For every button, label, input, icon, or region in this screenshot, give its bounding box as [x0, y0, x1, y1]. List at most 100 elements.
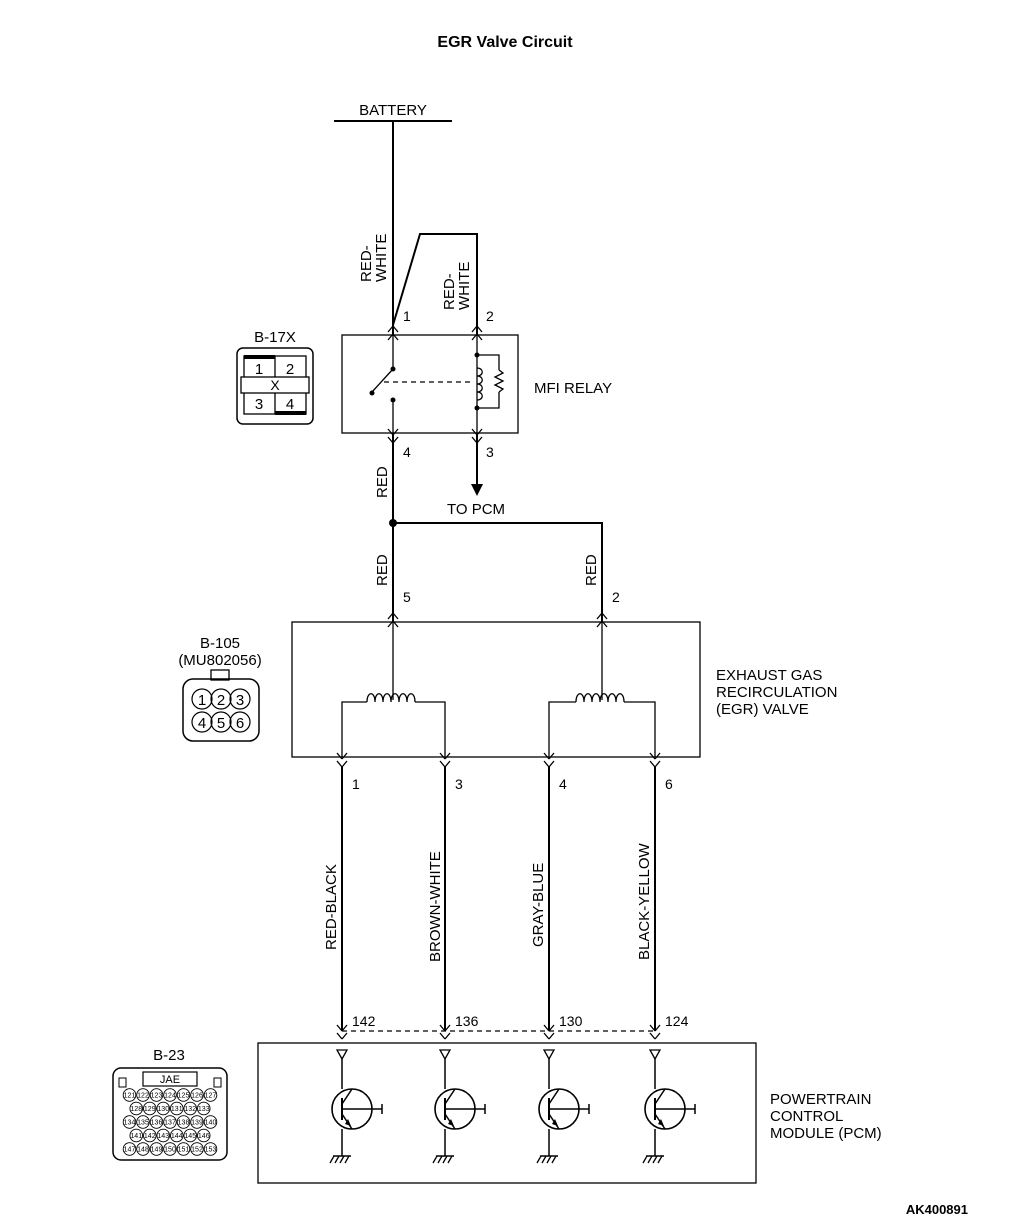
b23-pin	[176, 1142, 191, 1156]
b23-pin	[196, 1128, 211, 1143]
b17x-pin: 3	[255, 396, 263, 413]
b23-pin-number: 150	[164, 1147, 176, 1154]
b23-pin-number: 137	[164, 1120, 176, 1127]
b23-pin-number: 143	[157, 1133, 169, 1140]
egr-pin-label: 1	[352, 776, 360, 792]
relay-pin-label: 2	[486, 308, 494, 324]
egr-pin-label: 2	[612, 589, 620, 605]
wire-color-label: BLACK-YELLOW	[636, 842, 653, 960]
wire-color-label: RED	[583, 554, 600, 586]
to-pcm-label: TO PCM	[447, 501, 505, 518]
egr-valve	[291, 621, 701, 758]
wire-color-label: RED-BLACK	[323, 864, 340, 950]
b23-pin	[149, 1142, 164, 1156]
egr-valve-label: EXHAUST GAS RECIRCULATION (EGR) VALVE	[716, 667, 842, 718]
mfi-relay	[341, 334, 519, 434]
wire-color-label: BROWN-WHITE	[427, 851, 444, 962]
b23-pin	[122, 1115, 137, 1129]
b23-pin-number: 126	[191, 1093, 203, 1100]
b23-pin	[196, 1101, 211, 1116]
b23-pin-number: 146	[198, 1133, 210, 1140]
b23-pin	[190, 1088, 204, 1102]
b23-pin-number: 140	[205, 1120, 217, 1127]
mfi-relay-label: MFI RELAY	[534, 380, 612, 397]
egr-pin-label: 6	[665, 776, 673, 792]
battery-label: BATTERY	[359, 102, 427, 119]
b23-pin-number: 151	[178, 1147, 190, 1154]
b23-pin-number: 128	[130, 1106, 142, 1113]
b23-pin-number: 148	[137, 1147, 149, 1154]
b17x-pin: 2	[286, 361, 294, 378]
b105-pin: 2	[217, 692, 225, 709]
b105-pin: 1	[198, 692, 206, 709]
b23-pin	[203, 1088, 218, 1102]
b105-pin: 4	[198, 715, 206, 732]
to-pcm-arrow	[471, 484, 483, 496]
pcm-pin-label: 130	[559, 1013, 583, 1029]
b23-pin-number: 144	[171, 1133, 183, 1140]
b23-pin	[136, 1088, 150, 1102]
b23-pin	[142, 1101, 157, 1116]
b23-pin	[149, 1115, 164, 1129]
b23-pin-number: 122	[137, 1093, 149, 1100]
pcm-pin-label: 136	[455, 1013, 479, 1029]
b105-pin: 5	[217, 715, 225, 732]
b23-pin	[163, 1088, 177, 1102]
b23-connector	[112, 1067, 228, 1161]
b23-pin	[163, 1115, 177, 1129]
b17x-x-mark: X	[270, 377, 280, 393]
wire-color-label: RED-WHITE	[358, 234, 390, 282]
b23-pin-number: 134	[124, 1120, 136, 1127]
b23-pin-number: 130	[157, 1106, 169, 1113]
b23-pin	[156, 1101, 170, 1116]
b23-pin-number: 131	[171, 1106, 183, 1113]
b23-pin	[190, 1115, 204, 1129]
wire-color-label: RED	[374, 466, 391, 498]
b23-pin	[129, 1128, 143, 1143]
b23-pin-number: 138	[178, 1120, 190, 1127]
b23-pin-number: 145	[184, 1133, 196, 1140]
b23-pin	[176, 1088, 191, 1102]
figure-id: AK400891	[906, 1202, 968, 1217]
b23-pin	[136, 1115, 150, 1129]
b17x-pin: 1	[255, 361, 263, 378]
relay-pin-label: 4	[403, 444, 411, 460]
b23-pin	[129, 1101, 143, 1116]
wire-battery-to-relay-pin2	[392, 233, 478, 335]
b23-maker-label: JAE	[160, 1074, 180, 1086]
b23-pin	[169, 1101, 184, 1116]
pcm-driver-transistors	[329, 1049, 696, 1164]
b105-pin: 6	[236, 715, 244, 732]
b23-pin	[176, 1115, 191, 1129]
b23-pin	[142, 1128, 157, 1143]
pcm-pin-label: 142	[352, 1013, 376, 1029]
b23-pin-number: 141	[130, 1133, 142, 1140]
egr-pin-label: 5	[403, 589, 411, 605]
b23-pin-number: 127	[205, 1093, 217, 1100]
diagram-title: EGR Valve Circuit	[437, 34, 573, 51]
b23-pin-number: 139	[191, 1120, 203, 1127]
b23-pin-number: 135	[137, 1120, 149, 1127]
b23-pin	[122, 1088, 137, 1102]
b23-pin	[122, 1142, 137, 1156]
b23-pin-number: 153	[205, 1147, 217, 1154]
b23-pin	[183, 1128, 197, 1143]
relay-pin-label: 1	[403, 308, 411, 324]
wire-splice-to-egr-pin2	[393, 522, 603, 622]
b23-pin-number: 149	[151, 1147, 163, 1154]
b23-pin	[149, 1088, 164, 1102]
b23-pin-number: 123	[151, 1093, 163, 1100]
b23-pin-number: 121	[124, 1093, 136, 1100]
b23-connector-label: B-23	[153, 1047, 185, 1064]
pcm-module	[257, 1042, 757, 1184]
b17x-pin: 4	[286, 396, 294, 413]
b23-pin-number: 142	[144, 1133, 156, 1140]
b23-pin-number: 132	[184, 1106, 196, 1113]
b23-pin-number: 129	[144, 1106, 156, 1113]
pcm-pin-label: 124	[665, 1013, 689, 1029]
b105-connector-label: B-105	[200, 635, 240, 652]
b105-connector	[182, 678, 260, 742]
egr-pin-label: 4	[559, 776, 567, 792]
